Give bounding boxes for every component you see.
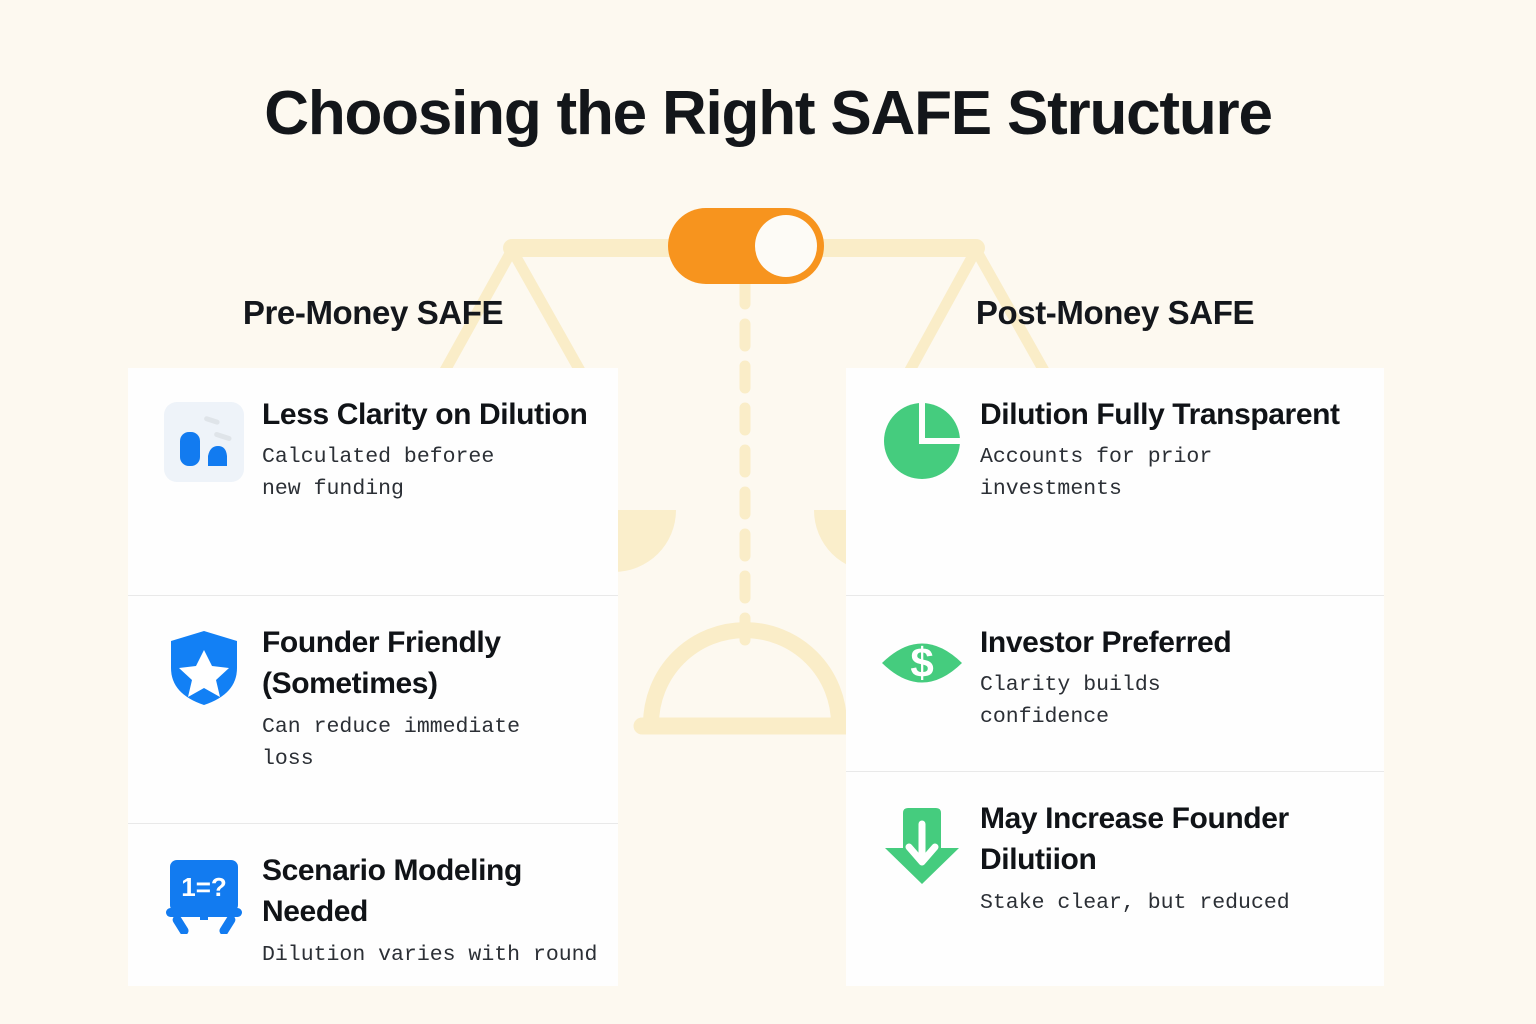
list-item-text: Dilution Fully Transparent Accounts for …: [968, 394, 1366, 506]
list-item-subtitle-line-1: Accounts for prior: [980, 445, 1213, 470]
list-item-text: Investor Preferred Clarity builds confid…: [968, 622, 1366, 734]
list-item-subtitle-line-1: Stake clear, but reduced: [980, 890, 1290, 915]
list-item-title: May Increase Founder Dilutiion: [980, 802, 1289, 877]
whiteboard-equation-icon: 1=?: [158, 850, 250, 934]
list-item[interactable]: Less Clarity on Dilution Calculated befo…: [128, 368, 618, 596]
pre-money-card: Less Clarity on Dilution Calculated befo…: [128, 368, 618, 986]
list-item[interactable]: May Increase Founder Dilutiion Stake cle…: [846, 772, 1384, 986]
list-item[interactable]: $ Investor Preferred Clarity builds conf…: [846, 596, 1384, 772]
bar-chart-badge-icon: [158, 394, 250, 484]
list-item-subtitle-line-1: Dilution varies with round: [262, 942, 598, 967]
list-item-text: Founder Friendly (Sometimes) Can reduce …: [250, 622, 600, 775]
list-item[interactable]: 1=? Scenario Modeling Needed Dilution va…: [128, 824, 618, 986]
list-item-title: Dilution Fully Transparent: [980, 398, 1340, 431]
list-item-title: Investor Preferred: [980, 626, 1232, 659]
list-item[interactable]: Founder Friendly (Sometimes) Can reduce …: [128, 596, 618, 824]
list-item-text: May Increase Founder Dilutiion Stake cle…: [968, 798, 1366, 920]
dollar-eye-icon: $: [876, 622, 968, 698]
svg-text:$: $: [910, 639, 933, 686]
column-header-pre-money: Pre-Money SAFE: [242, 294, 504, 331]
list-item-text: Less Clarity on Dilution Calculated befo…: [250, 394, 600, 506]
list-item-text: Scenario Modeling Needed Dilution varies…: [250, 850, 600, 972]
down-arrow-icon: [876, 798, 968, 888]
list-item-subtitle-line-2: investments: [980, 477, 1122, 502]
safe-structure-toggle[interactable]: [668, 208, 824, 284]
list-item[interactable]: Dilution Fully Transparent Accounts for …: [846, 368, 1384, 596]
list-item-subtitle-line-2: new funding: [262, 477, 404, 502]
shield-star-icon: [158, 622, 250, 708]
list-item-subtitle-line-2: confidence: [980, 705, 1110, 730]
list-item-subtitle-line-2: loss: [262, 746, 314, 771]
list-item-subtitle-line-1: Calculated beforee: [262, 445, 495, 470]
column-header-post-money: Post-Money SAFE: [975, 294, 1255, 331]
toggle-knob[interactable]: [755, 215, 817, 277]
page-title: Choosing the Right SAFE Structure: [264, 79, 1273, 148]
post-money-card: Dilution Fully Transparent Accounts for …: [846, 368, 1384, 986]
list-item-subtitle-line-1: Clarity builds: [980, 673, 1161, 698]
list-item-title: Scenario Modeling Needed: [262, 854, 522, 929]
list-item-subtitle-line-1: Can reduce immediate: [262, 714, 521, 739]
list-item-title: Founder Friendly (Sometimes): [262, 626, 501, 701]
whiteboard-icon-label: 1=?: [181, 872, 227, 902]
list-item-title: Less Clarity on Dilution: [262, 398, 588, 431]
pie-chart-icon: [876, 394, 968, 482]
